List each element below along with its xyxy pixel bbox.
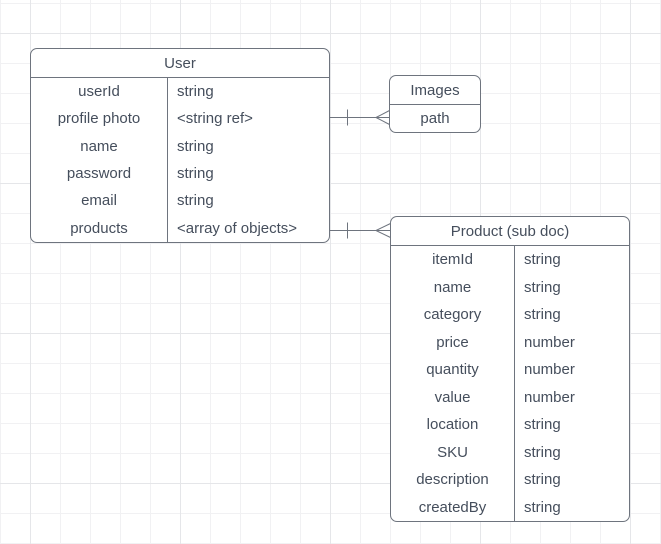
entity-user[interactable]: User userId string profile photo <string… xyxy=(30,48,330,243)
field-type: string xyxy=(524,443,561,461)
crow-foot-many-icon xyxy=(375,223,391,238)
field-row[interactable]: createdBy string xyxy=(391,493,629,521)
field-row[interactable]: products <array of objects> xyxy=(31,214,329,242)
field-type: string xyxy=(524,416,561,434)
field-row[interactable]: category string xyxy=(391,301,629,329)
field-name: path xyxy=(420,110,450,127)
field-name: price xyxy=(391,328,515,356)
field-row[interactable]: price number xyxy=(391,328,629,356)
field-type: string xyxy=(524,306,561,324)
field-row[interactable]: itemId string xyxy=(391,246,629,274)
entity-user-title[interactable]: User xyxy=(31,49,329,78)
field-type: string xyxy=(177,137,214,155)
field-name: createdBy xyxy=(391,493,515,521)
entity-product[interactable]: Product (sub doc) itemId string name str… xyxy=(390,216,630,522)
field-name: SKU xyxy=(391,438,515,466)
field-name: description xyxy=(391,466,515,494)
field-type: string xyxy=(524,498,561,516)
field-name: name xyxy=(31,132,168,160)
field-row[interactable]: SKU string xyxy=(391,438,629,466)
field-row[interactable]: userId string xyxy=(31,78,329,106)
field-type: number xyxy=(524,361,575,379)
entity-product-rows: itemId string name string category strin… xyxy=(391,246,629,521)
field-type: number xyxy=(524,333,575,351)
field-name: userId xyxy=(31,78,168,106)
field-type: string xyxy=(177,83,214,101)
field-name: name xyxy=(391,273,515,301)
field-row[interactable]: value number xyxy=(391,383,629,411)
field-type: string xyxy=(524,278,561,296)
field-name: profile photo xyxy=(31,105,168,133)
field-row[interactable]: password string xyxy=(31,159,329,188)
field-name: value xyxy=(391,383,515,411)
field-row[interactable]: path xyxy=(390,105,480,132)
entity-images-title[interactable]: Images xyxy=(390,76,480,105)
field-row[interactable]: name string xyxy=(31,132,329,160)
field-name: products xyxy=(31,214,168,242)
connector-user-products-one-to-many[interactable] xyxy=(330,218,391,243)
field-name: category xyxy=(391,301,515,329)
entity-images-rows: path xyxy=(390,105,480,132)
crow-foot-many-icon xyxy=(375,110,390,125)
field-row[interactable]: email string xyxy=(31,187,329,215)
field-type: string xyxy=(524,471,561,489)
connector-user-images-one-to-many[interactable] xyxy=(330,105,390,130)
field-name: email xyxy=(31,187,168,215)
entity-user-rows: userId string profile photo <string ref>… xyxy=(31,78,329,242)
field-type: string xyxy=(524,251,561,269)
field-name: location xyxy=(391,411,515,439)
field-row[interactable]: quantity number xyxy=(391,356,629,384)
field-name: itemId xyxy=(391,246,515,274)
field-row[interactable]: description string xyxy=(391,466,629,494)
field-name: quantity xyxy=(391,356,515,384)
field-name: password xyxy=(31,159,168,188)
field-row[interactable]: profile photo <string ref> xyxy=(31,105,329,133)
entity-images[interactable]: Images path xyxy=(389,75,481,133)
field-type: string xyxy=(177,192,214,210)
field-row[interactable]: location string xyxy=(391,411,629,439)
field-row[interactable]: name string xyxy=(391,273,629,301)
field-type: <string ref> xyxy=(177,110,253,128)
entity-product-title[interactable]: Product (sub doc) xyxy=(391,217,629,246)
field-type: number xyxy=(524,388,575,406)
field-type: string xyxy=(177,165,214,183)
field-type: <array of objects> xyxy=(177,219,298,237)
